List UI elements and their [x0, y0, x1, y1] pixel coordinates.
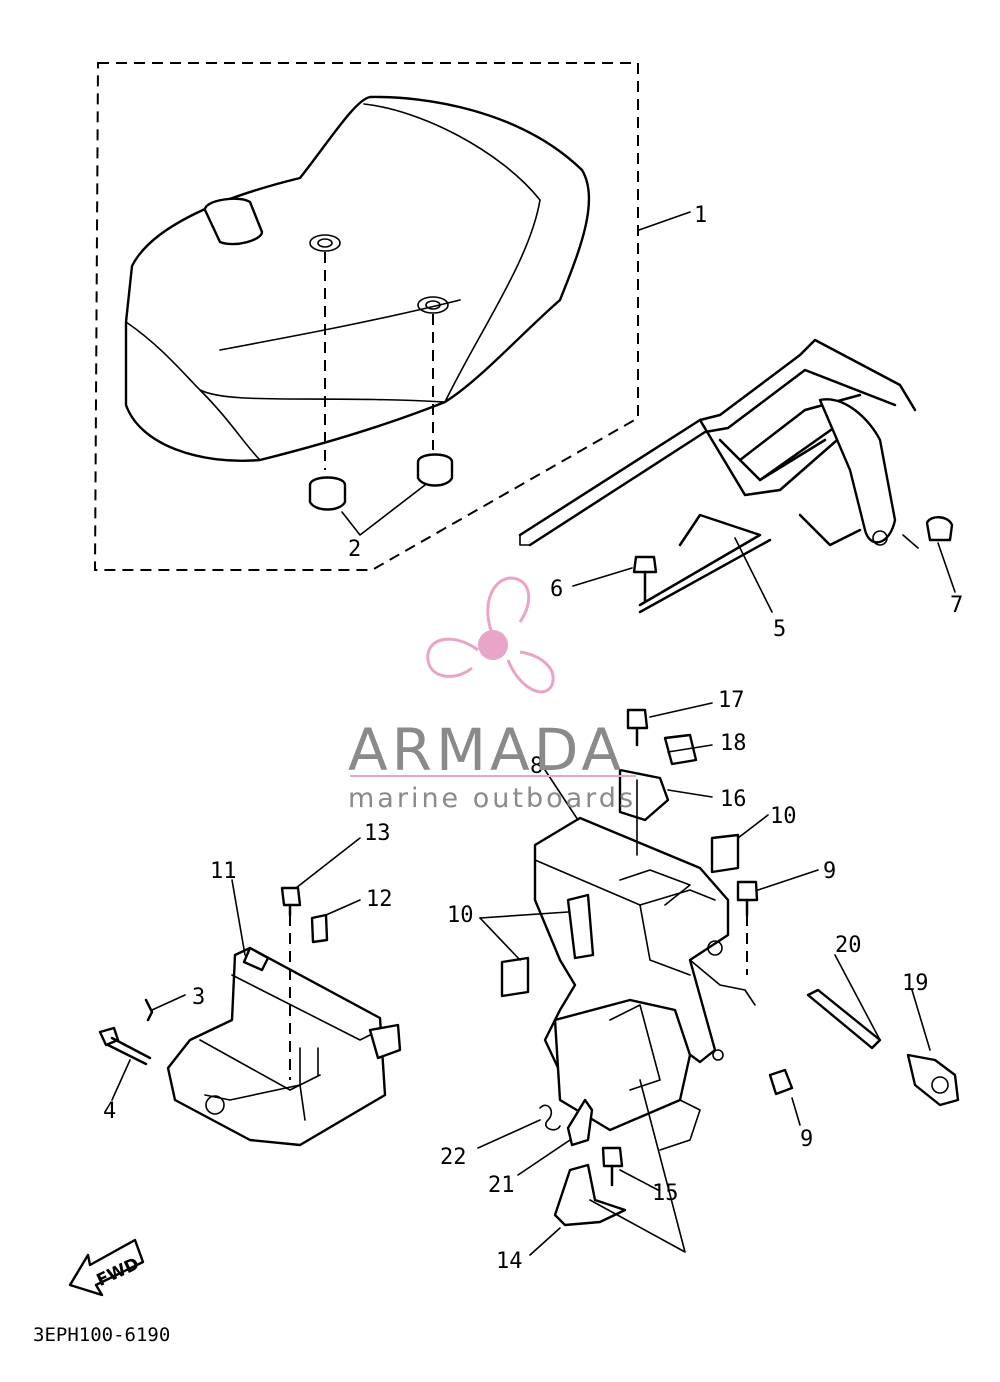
callout-2: 2	[348, 537, 361, 562]
bolt-9-top	[736, 880, 759, 975]
spring-22	[539, 1104, 561, 1131]
callout-22: 22	[440, 1145, 467, 1170]
callout-16: 16	[720, 787, 747, 812]
callout-1: 1	[694, 203, 707, 228]
callout-6: 6	[550, 577, 563, 602]
callout-4: 4	[103, 1099, 116, 1124]
latch-21	[566, 1098, 594, 1147]
fwd-arrow: FWD	[68, 1238, 145, 1297]
doc-code: 3EPH100-6190	[33, 1324, 170, 1346]
callout-14: 14	[496, 1249, 523, 1274]
callout-9-top: 9	[823, 859, 836, 884]
propeller-logo-icon	[426, 576, 555, 694]
callout-3: 3	[192, 985, 205, 1010]
callout-12: 12	[366, 887, 393, 912]
callout-11: 11	[210, 859, 237, 884]
main-bracket	[533, 816, 756, 1151]
seat-assembly	[93, 62, 691, 571]
rubber-pad-10-left	[500, 956, 530, 998]
watermark-subtitle: marine outboards	[348, 783, 636, 814]
bolt-13	[280, 886, 302, 1080]
callout-18: 18	[720, 731, 747, 756]
callout-8: 8	[530, 754, 543, 779]
callout-21: 21	[488, 1173, 515, 1198]
armada-watermark: ARMADA marine outboards	[348, 576, 636, 814]
switch-19	[906, 1053, 960, 1107]
callout-7: 7	[950, 593, 963, 618]
hook-14	[553, 1163, 627, 1227]
callout-9-bottom: 9	[800, 1127, 813, 1152]
cap-nut-7	[925, 516, 954, 542]
callout-15: 15	[652, 1181, 679, 1206]
rubber-pad-10-top	[710, 833, 740, 874]
callout-labels: 1 2 3 4 5 6 7 8 9 9 10 10 11 12 13 14 15…	[103, 203, 963, 1274]
pad-12	[310, 913, 329, 944]
bolt-15	[601, 1146, 624, 1187]
watermark-title: ARMADA	[348, 716, 625, 784]
battery-box	[166, 946, 402, 1147]
callout-13: 13	[364, 821, 391, 846]
rear-carrier	[518, 338, 917, 614]
leader-lines	[111, 534, 956, 1256]
propeller-hub	[478, 630, 508, 660]
bolt-4	[98, 1026, 152, 1066]
bolt-6	[632, 555, 658, 604]
bracket-16	[618, 768, 670, 822]
callout-17: 17	[718, 688, 745, 713]
bolt-9-bottom	[768, 1068, 794, 1096]
callout-5: 5	[773, 617, 786, 642]
clip-3	[144, 998, 154, 1022]
callout-10-top: 10	[770, 804, 797, 829]
bolt-17	[626, 708, 649, 856]
callout-10-left: 10	[447, 903, 474, 928]
callout-20: 20	[835, 933, 862, 958]
callout-19: 19	[902, 971, 929, 996]
